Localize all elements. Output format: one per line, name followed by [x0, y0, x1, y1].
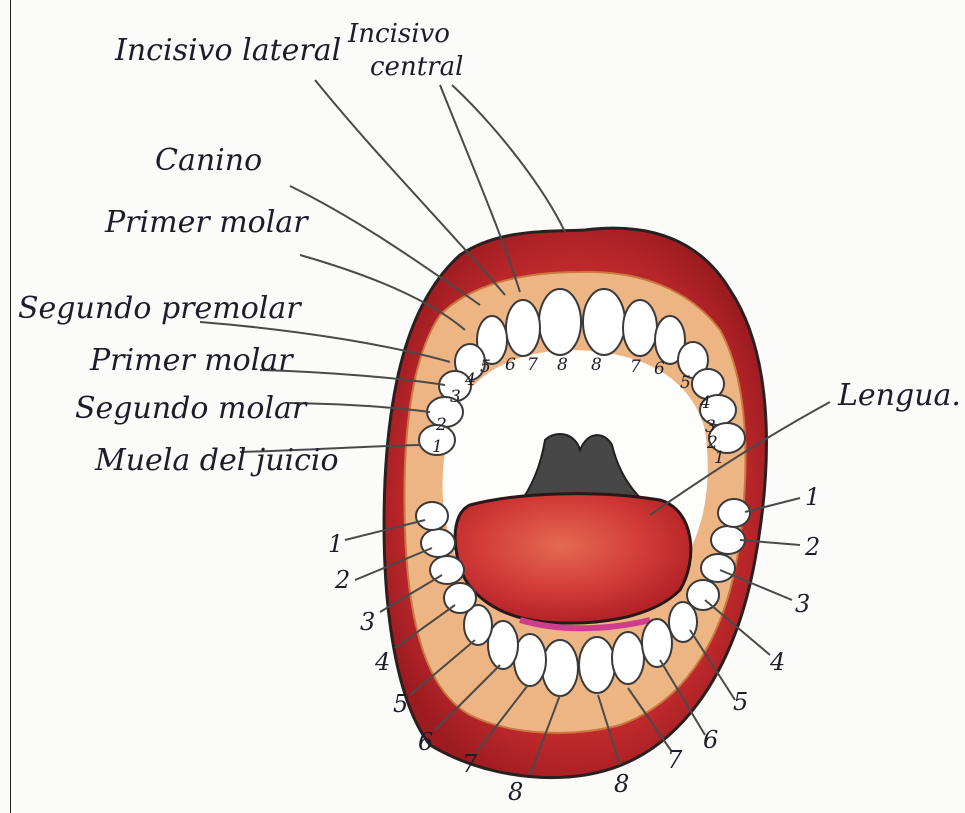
label-primer-molar-top: Primer molar	[104, 205, 309, 240]
label-canino: Canino	[155, 143, 262, 178]
tooth-number: 1	[432, 437, 443, 457]
tooth-number: 8	[557, 355, 568, 375]
number-label: 5	[393, 690, 408, 718]
lower-tooth	[416, 502, 448, 530]
number-label: 7	[667, 746, 683, 774]
label-incisivo-central-2: central	[370, 52, 463, 82]
lower-tooth	[542, 640, 578, 696]
lower-tooth	[642, 619, 672, 667]
label-segundo-molar: Segundo molar	[75, 391, 308, 426]
lower-tooth	[579, 637, 615, 693]
tooth-number: 6	[505, 355, 516, 375]
number-label: 1	[805, 483, 820, 511]
number-label: 6	[418, 728, 433, 756]
leader-incisivo-lateral	[315, 80, 505, 295]
label-incisivo-lateral: Incisivo lateral	[114, 33, 341, 68]
tooth-number: 2	[435, 415, 447, 435]
number-label: 4	[374, 648, 390, 676]
number-label: 7	[462, 750, 478, 778]
number-label: 8	[614, 770, 629, 798]
tooth-number: 7	[527, 355, 538, 375]
number-label: 4	[769, 648, 785, 676]
upper-tooth	[623, 300, 657, 356]
upper-tooth	[539, 289, 581, 355]
label-lengua: Lengua.	[837, 378, 961, 413]
lower-tooth	[701, 554, 735, 582]
tooth-number: 5	[680, 373, 691, 393]
number-label: 8	[508, 778, 523, 806]
label-muela-del-juicio: Muela del juicio	[94, 443, 339, 478]
lower-tooth	[421, 529, 455, 557]
lower-tooth	[711, 526, 745, 554]
upper-tooth	[506, 300, 540, 356]
label-primer-molar: Primer molar	[89, 343, 294, 378]
upper-tooth	[583, 289, 625, 355]
tongue	[455, 494, 691, 623]
number-label: 2	[334, 566, 350, 594]
tooth-number: 7	[630, 357, 641, 377]
tooth-number: 6	[654, 359, 665, 379]
number-label: 1	[328, 530, 343, 558]
number-label: 2	[804, 533, 820, 561]
tooth-number: 4	[699, 393, 711, 413]
lower-tooth	[687, 580, 719, 610]
number-label: 6	[703, 726, 718, 754]
lower-tooth	[612, 632, 644, 684]
tooth-number: 8	[591, 355, 602, 375]
number-label: 3	[360, 608, 375, 636]
number-label: 3	[795, 590, 810, 618]
lower-tooth	[718, 499, 750, 527]
tooth-number: 4	[464, 370, 476, 390]
label-segundo-premolar: Segundo premolar	[18, 291, 302, 326]
number-label: 5	[733, 688, 748, 716]
label-incisivo-central-1: Incisivo	[347, 19, 450, 49]
tooth-number: 3	[450, 387, 461, 407]
tooth-number: 5	[480, 357, 491, 377]
